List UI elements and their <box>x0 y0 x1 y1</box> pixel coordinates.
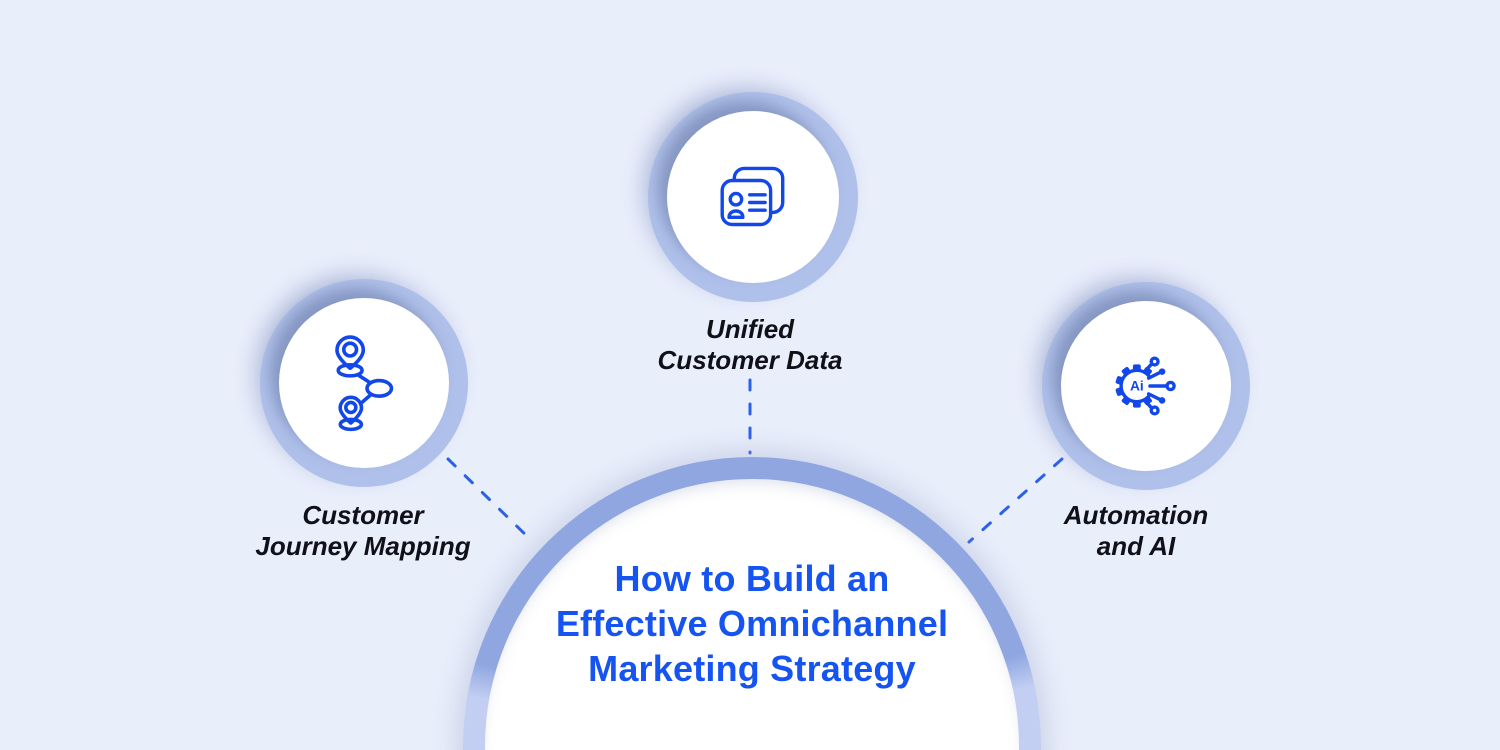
node-face: Ai <box>1061 301 1231 471</box>
ai-gear-circuit-icon: Ai <box>1115 356 1176 416</box>
journey-map-pins-icon <box>335 334 394 431</box>
dashed-connector-left <box>446 457 533 542</box>
contact-cards-icon <box>720 166 785 227</box>
node-label-unified-customer-data: Unified Customer Data <box>657 314 843 375</box>
node-automation-ai: Ai <box>1042 282 1250 490</box>
node-face <box>279 298 449 468</box>
node-customer-journey-mapping <box>260 279 468 487</box>
node-unified-customer-data <box>648 92 858 302</box>
node-face <box>667 111 839 283</box>
ai-icon-label: Ai <box>1130 379 1144 394</box>
dashed-connector-right <box>967 457 1064 544</box>
node-label-customer-journey-mapping: Customer Journey Mapping <box>255 500 471 561</box>
node-label-automation-ai: Automation and AI <box>1063 500 1209 561</box>
infographic-title: How to Build an Effective Omnichannel Ma… <box>555 558 949 689</box>
